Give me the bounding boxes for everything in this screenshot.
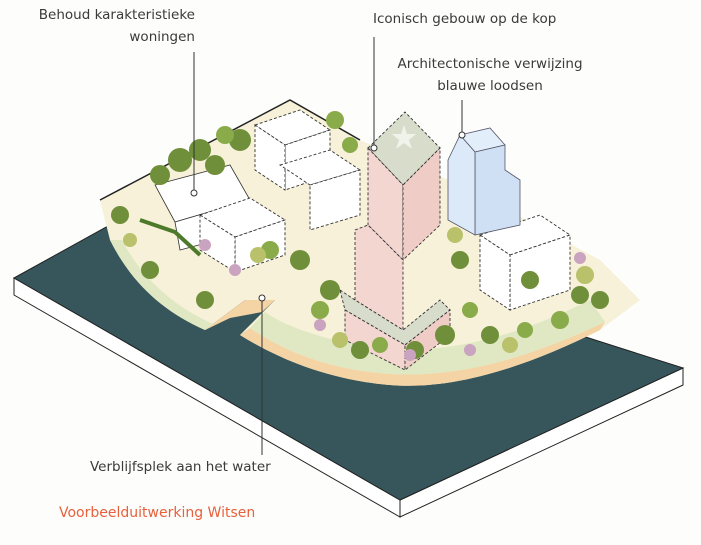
label-line: Behoud karakteristieke [38, 7, 195, 23]
label-line: Architectonische verwijzing [397, 56, 583, 72]
new-residential-blocks [198, 109, 572, 311]
label-line: woningen [129, 29, 195, 45]
trees [111, 111, 609, 361]
label-line: Iconisch gebouw op de kop [373, 11, 557, 27]
label-iconisch-gebouw: Iconisch gebouw op de kop [373, 8, 556, 30]
label-line: Verblijfsplek aan het water [90, 459, 271, 475]
leader-lines [190, 37, 466, 455]
label-line: blauwe loodsen [437, 78, 543, 94]
figure-caption: Voorbeelduitwerking Witsen [59, 505, 256, 521]
star-icon [392, 125, 416, 149]
blue-loods-building [447, 127, 521, 236]
label-karakteristieke-woningen: Behoud karakteristieke woningen [20, 4, 195, 48]
label-verblijfsplek-water: Verblijfsplek aan het water [90, 456, 271, 478]
iconic-tower [339, 111, 451, 371]
label-blauwe-loodsen: Architectonische verwijzing blauwe loods… [390, 53, 590, 97]
